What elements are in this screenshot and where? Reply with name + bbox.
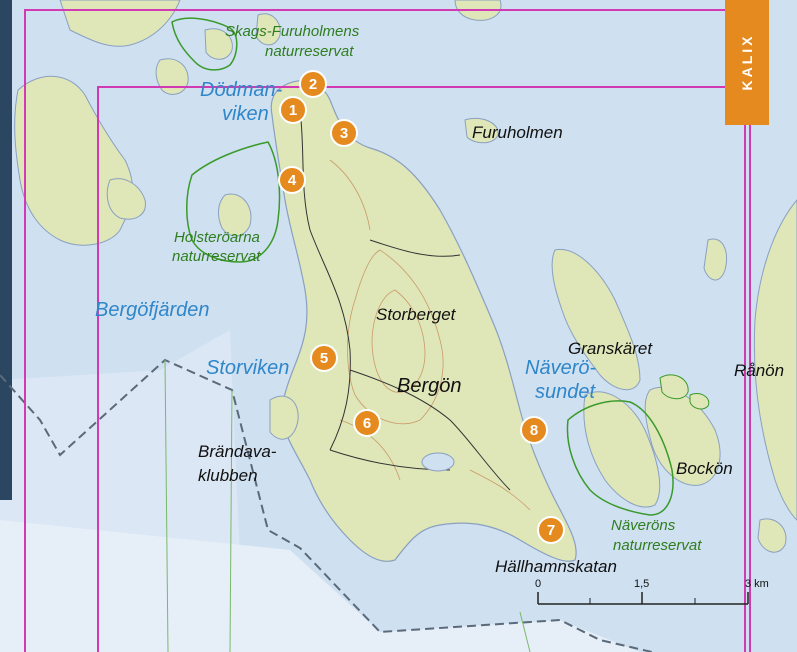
site-marker-4[interactable]: 4 [278,166,306,194]
scale-label-end: 3 km [745,578,769,590]
small-island [106,178,146,220]
furuholmen-label: Furuholmen [472,123,563,142]
hallhamnskatan-label: Hällhamnskatan [495,557,617,576]
brandavaklubben-label-2: klubben [198,466,258,485]
contour [329,159,371,231]
small-island [204,28,233,60]
granskaret-island [551,248,641,390]
north-west-land [59,0,181,47]
contour [371,289,426,393]
skags-reserve-label-2: naturreservat [265,43,354,60]
reserve-line [519,611,531,652]
open-sea-area-south [0,520,640,652]
road [369,239,461,257]
naveron-reserve-label-2: naturreservat [613,537,702,554]
reserve-line [164,359,169,652]
naveron-reserve-label-1: Näveröns [611,517,676,534]
scale-label-zero: 0 [535,578,542,590]
naverosundet-label-1: Näverö- [525,357,597,379]
small-island [464,117,499,144]
site-marker-7[interactable]: 7 [537,516,565,544]
bergon-label: Bergön [397,375,462,397]
bergofjarden-label: Bergöfjärden [95,299,210,321]
holster-reserve-border [186,141,281,263]
brandavaklubben-label-1: Brändava- [198,442,277,461]
small-island [255,13,281,46]
small-island [703,238,727,281]
page-frame-inner [97,86,751,652]
holster-reserve-label-2: naturreservat [172,248,261,265]
reserve-line [229,389,233,652]
map-edge [0,0,12,500]
brandavaklubben [269,395,299,440]
site-marker-3[interactable]: 3 [330,119,358,147]
road [299,109,351,451]
contour [339,419,401,481]
contour [469,469,531,511]
dodmanviken-label-2: viken [222,103,269,125]
dodmanviken-label-1: Dödman- [200,79,283,101]
bergon-island [270,80,577,562]
naveron-reserve-border [566,400,674,516]
storviken-label: Storviken [206,357,290,379]
small-island [155,58,189,95]
contour [347,249,444,425]
site-marker-5[interactable]: 5 [310,344,338,372]
skags-reserve-border [171,17,238,71]
scale-label-mid: 1,5 [634,578,650,590]
open-sea-area [0,330,240,560]
boundary-line [0,358,653,652]
site-marker-2[interactable]: 2 [299,70,327,98]
site-marker-6[interactable]: 6 [353,409,381,437]
ranon-label: Rånön [734,361,785,380]
small-island [217,193,252,237]
lake [421,452,455,472]
small-island [689,392,710,410]
granskaret-label: Granskäret [568,339,653,358]
site-marker-1[interactable]: 1 [279,96,307,124]
road [349,369,511,491]
small-island [757,518,787,553]
storberget-label: Storberget [376,305,456,324]
bockon-label: Bockön [676,459,733,478]
region-tab-label: KALIX [739,33,755,91]
ranon-island [753,199,797,521]
scale-bar [537,592,749,605]
site-marker-8[interactable]: 8 [520,416,548,444]
naverosundet-label-2: sundet [535,381,596,403]
region-tab: KALIX [725,0,769,125]
small-island [659,374,689,400]
west-island [14,75,134,246]
page-frame-outer [24,9,746,652]
naveron-island [583,391,661,508]
holster-reserve-label-1: Holsteröarna [174,229,260,246]
skags-reserve-label-1: Skags-Furuholmens [225,23,360,40]
